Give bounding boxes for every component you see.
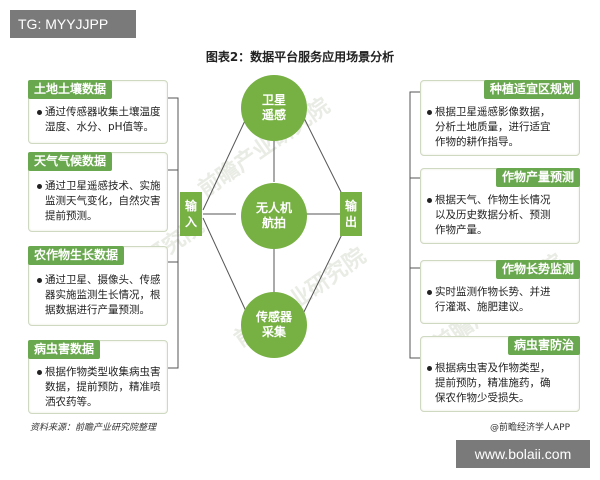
bullet-icon	[37, 369, 42, 375]
panel-description: 实时监测作物长势、并进 行灌溉、施肥建议。	[427, 285, 581, 315]
bullet-icon	[37, 277, 42, 283]
category-label: 天气气候数据	[28, 152, 113, 171]
panel-description: 根据病虫害及作物类型， 提前预防，精准施药，确 保农作物少受损失。	[427, 361, 581, 406]
right-bracket-line	[409, 91, 420, 359]
source-note: 资料来源：前瞻产业研究院整理	[30, 423, 157, 433]
tag-label: TG: MYYJJPP	[10, 10, 136, 38]
panel-description: 通过卫星遥感技术、实施 监测天气变化，自然灾害 提前预测。	[37, 179, 169, 224]
bullet-icon	[427, 365, 432, 371]
panel-description: 通过传感器收集土壤温度 湿度、水分、pH值等。	[37, 105, 169, 135]
sensor-node: 传感器采集	[241, 292, 307, 358]
site-label: www.bolaii.com	[456, 440, 590, 468]
right-panel: 作物产量预测 根据天气、作物生长情况 以及历史数据分析、预测 作物产量。	[420, 168, 580, 244]
right-panel: 病虫害防治 根据病虫害及作物类型， 提前预防，精准施药，确 保农作物少受损失。	[420, 336, 580, 412]
right-panel: 种植适宜区规划 根据卫星遥感影像数据， 分析土地质量，进行适宜 作物的耕作指导。	[420, 80, 580, 156]
output-label: 输出	[340, 192, 362, 236]
left-panel: 土地土壤数据 通过传感器收集土壤温度 湿度、水分、pH值等。	[28, 80, 168, 144]
right-panel: 作物长势监测 实时监测作物长势、并进 行灌溉、施肥建议。	[420, 260, 580, 324]
panel-description: 通过卫星、摄像头、传感 器实施监测生长情况，根 据数据进行产量预测。	[37, 273, 169, 318]
category-label: 土地土壤数据	[28, 80, 113, 99]
left-panel: 农作物生长数据 通过卫星、摄像头、传感 器实施监测生长情况，根 据数据进行产量预…	[28, 246, 168, 326]
bullet-icon	[37, 183, 42, 189]
drone-node: 无人机航拍	[241, 183, 307, 249]
satellite-node: 卫星遥感	[241, 75, 307, 141]
chart-title: 图表2：数据平台服务应用场景分析	[205, 50, 395, 64]
link-input-sensor	[202, 217, 251, 321]
bullet-icon	[427, 197, 432, 203]
panel-description: 根据卫星遥感影像数据， 分析土地质量，进行适宜 作物的耕作指导。	[427, 105, 581, 150]
category-label: 农作物生长数据	[28, 246, 125, 265]
panel-description: 根据天气、作物生长情况 以及历史数据分析、预测 作物产量。	[427, 193, 581, 238]
category-label: 作物产量预测	[495, 168, 580, 187]
link-input-satellite	[202, 109, 251, 211]
category-label: 病虫害防治	[507, 336, 580, 355]
input-label: 输入	[180, 192, 202, 236]
left-panel: 病虫害数据 根据作物类型收集病虫害 数据，提前预防，精准喷 洒农药等。	[28, 340, 168, 414]
copyright-note: @前瞻经济学人APP	[489, 423, 570, 433]
left-panel: 天气气候数据 通过卫星遥感技术、实施 监测天气变化，自然灾害 提前预测。	[28, 152, 168, 232]
bullet-icon	[427, 109, 432, 115]
left-bracket-line	[168, 97, 179, 369]
bullet-icon	[37, 109, 42, 115]
category-label: 病虫害数据	[28, 340, 101, 359]
category-label: 作物长势监测	[495, 260, 580, 279]
panel-description: 根据作物类型收集病虫害 数据，提前预防，精准喷 洒农药等。	[37, 365, 169, 410]
bullet-icon	[427, 289, 432, 295]
category-label: 种植适宜区规划	[483, 80, 580, 99]
